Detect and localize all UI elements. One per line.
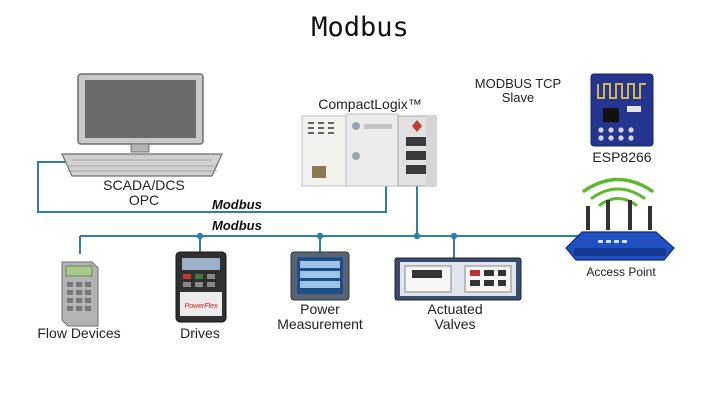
power-label-line1: Power	[300, 301, 340, 317]
power-label-line2: Measurement	[277, 316, 363, 333]
scada-label-line1: SCADA/DCS	[103, 177, 185, 193]
scada-computer-icon	[61, 73, 223, 177]
access-point-icon	[565, 177, 675, 261]
modbus-tcp-line2: Slave	[501, 90, 535, 106]
actuated-valves-label: Actuated Valves	[400, 301, 510, 333]
valves-label-line2: Valves	[434, 316, 476, 333]
plc-icon	[301, 113, 437, 187]
modbus-tcp-line1: MODBUS TCP	[474, 76, 562, 91]
power-measurement-label: Power Measurement	[258, 301, 382, 333]
drive-icon: PowerFlex	[175, 251, 227, 323]
esp8266-icon	[590, 73, 654, 147]
page-title: Modbus	[311, 12, 409, 43]
drive-brand-text: PowerFlex	[184, 303, 218, 310]
valves-icon	[394, 257, 522, 301]
bus-junctions	[196, 232, 458, 240]
flow-devices-label: Flow Devices	[37, 325, 121, 341]
drives-label: Drives	[180, 325, 220, 341]
modbus-tcp-label: MODBUS TCP Slave	[456, 76, 580, 106]
power-meter-icon	[290, 251, 350, 301]
valves-label-line1: Actuated	[427, 301, 483, 317]
modbus-lower-label: Modbus	[212, 218, 262, 233]
modbus-upper-label: Modbus	[212, 197, 262, 212]
access-point-label: Access Point	[586, 265, 656, 279]
plc-label: CompactLogix™	[318, 96, 422, 112]
scada-label-line2: OPC	[128, 192, 160, 209]
scada-label: SCADA/DCS OPC	[82, 177, 206, 209]
esp8266-label: ESP8266	[592, 149, 652, 165]
flow-device-icon	[61, 261, 99, 327]
